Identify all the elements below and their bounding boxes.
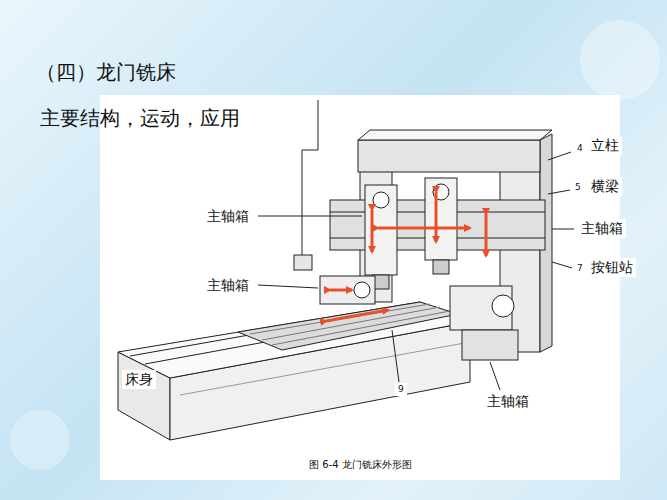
- callout-number: 7: [574, 262, 586, 275]
- slide-subtitle: 主要结构，运动，应用: [40, 106, 240, 130]
- part-label: 主轴箱: [204, 276, 252, 295]
- part-label: 主轴箱: [484, 392, 532, 411]
- part-label: 主轴箱: [204, 207, 252, 226]
- callout-number: 4: [574, 142, 586, 155]
- part-label: 主轴箱: [578, 219, 626, 238]
- part-label: 横梁: [588, 177, 622, 196]
- part-label: 床身: [122, 370, 156, 389]
- part-label: 按钮站: [588, 258, 636, 277]
- callout-number: 5: [572, 181, 584, 194]
- slide-title: （四）龙门铣床: [36, 60, 176, 84]
- figure-caption: 图 6-4 龙门铣床外形图: [309, 459, 412, 471]
- callout-number: 9: [395, 383, 407, 396]
- part-label: 立柱: [588, 136, 622, 155]
